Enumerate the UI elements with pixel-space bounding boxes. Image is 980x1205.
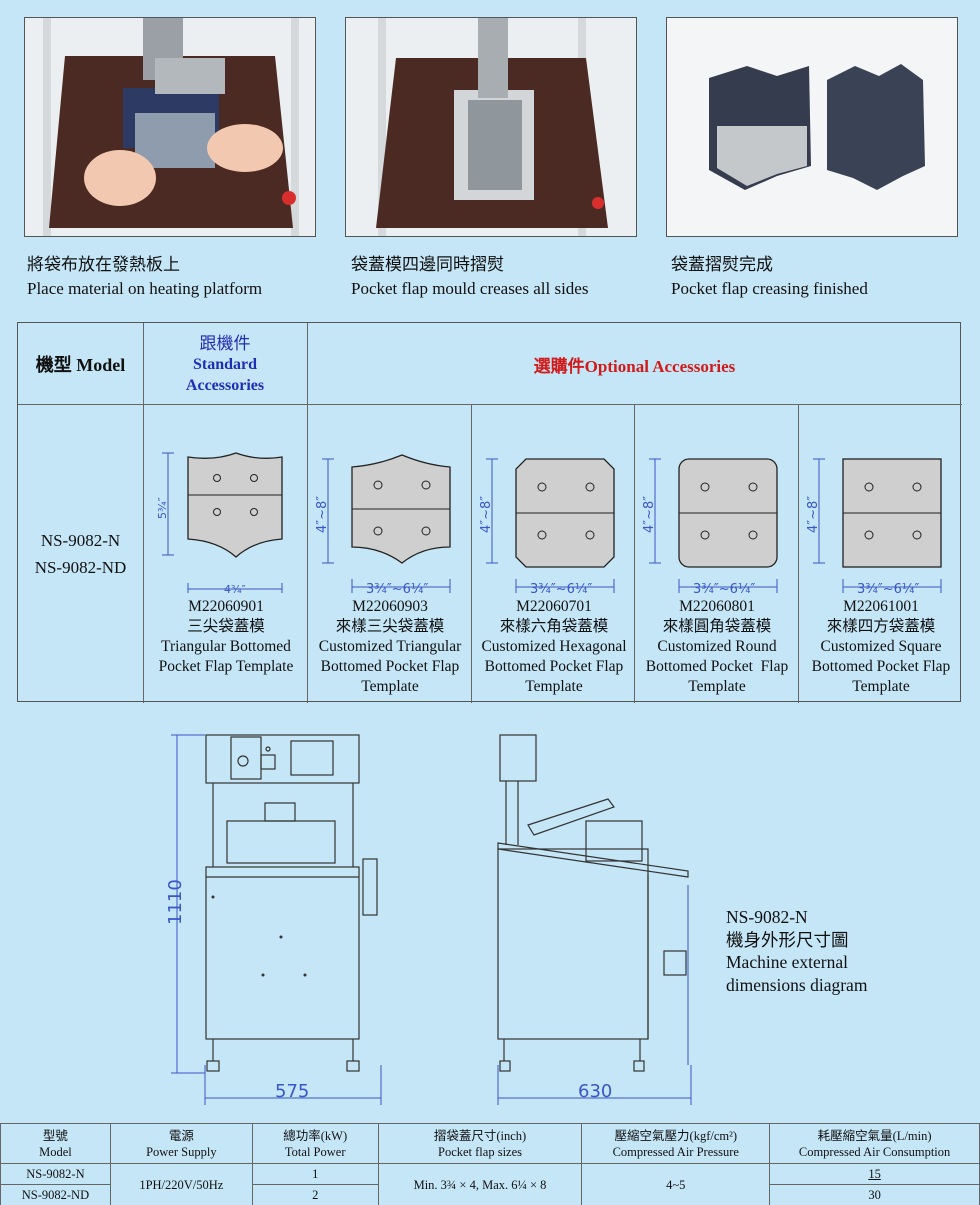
spec-header-air-pressure: 壓縮空氣壓力(kgf/cm²)Compressed Air Pressure [581,1123,771,1164]
template-5-text: M22061001 來樣四方袋蓋模 Customized Square Bott… [799,597,963,697]
template-name-en2: Pocket Flap Template [158,658,294,675]
round-template-drawing: 4″~8″ 3¾″~6¼″ [642,458,778,593]
template-1-text: M22060901 三尖袋蓋模 Triangular Bottomed Pock… [144,597,308,677]
triangular-custom-template-drawing: 4″~8″ 3¾″~6¼″ [315,454,451,593]
caption-3: 袋蓋摺熨完成 Pocket flap creasing finished [671,253,868,301]
caption-3-zh: 袋蓋摺熨完成 [671,255,773,274]
square-template-drawing: 4″~8″ 3¾″~6¼″ [806,458,942,593]
template-name-en1: Customized Triangular [318,638,462,655]
template-name-zh: 來樣六角袋蓋模 [499,618,609,635]
template-code: M22060901 [188,598,264,615]
spec-air-pressure: 4~5 [581,1163,771,1205]
template-name-zh: 來樣圓角袋蓋模 [662,618,772,635]
header-standard-zh: 跟機件 [199,333,251,353]
model-name-2: NS-9082-ND [34,558,127,577]
spec-total-power: 1 [251,1163,379,1185]
template-name-zh: 三尖袋蓋模 [187,618,265,635]
template-name-zh: 來樣三尖袋蓋模 [335,618,445,635]
template-m22060903: 4″~8″ 3¾″~6¼″ M22060903 來樣三尖袋蓋模 Customiz… [308,405,472,703]
spec-model: NS-9082-N [0,1163,111,1185]
template-2-text: M22060903 來樣三尖袋蓋模 Customized Triangular … [308,597,472,697]
spec-flap-sizes: Min. 3¾ × 4, Max. 6¼ × 8 [377,1163,583,1205]
machine-front-view: 1110 575 [165,734,382,1105]
template-code: M22061001 [843,598,919,615]
template-code: M22060701 [516,598,592,615]
template-m22060801: 4″~8″ 3¾″~6¼″ M22060801 來樣圓角袋蓋模 Customiz… [635,405,799,703]
template-name-en2: Bottomed Pocket Flap [645,658,789,675]
caption-3-en: Pocket flap creasing finished [671,279,868,298]
spec-air-consumption: 15 [769,1163,980,1185]
template-m22060901: 5¾″ 4¾″ M22060901 三尖袋蓋模 Triangular Botto… [144,405,308,703]
photo-finished-flap [666,17,958,237]
caption-2: 袋蓋模四邊同時摺熨 Pocket flap mould creases all … [351,253,588,301]
caption-2-zh: 袋蓋模四邊同時摺熨 [351,255,504,274]
height-label-front: 1110 [165,879,186,925]
template-name-en3: Template [852,678,910,695]
photo-flap-mould [345,17,637,237]
svg-text:5¾″: 5¾″ [156,497,169,519]
svg-text:3¾″~6¼″: 3¾″~6¼″ [366,582,428,593]
diagram-caption-model: NS-9082-N [726,907,808,927]
spec-air-consumption: 30 [769,1184,980,1205]
template-name-zh: 來樣四方袋蓋模 [826,618,936,635]
svg-text:3¾″~6¼″: 3¾″~6¼″ [530,582,592,593]
template-3-text: M22060701 來樣六角袋蓋模 Customized Hexagonal B… [472,597,636,697]
template-name-en2: Bottomed Pocket Flap [811,658,951,675]
accessories-table: 機型 Model 跟機件 Standard Accessories 選購件Opt… [17,322,963,703]
header-standard-en2: Accessories [185,376,265,394]
svg-text:4″~8″: 4″~8″ [479,496,494,533]
diagram-caption: NS-9082-N 機身外形尺寸圖 Machine external dimen… [726,906,867,996]
header-optional-accessories: 選購件Optional Accessories [533,356,736,376]
svg-text:4″~8″: 4″~8″ [315,496,330,533]
template-name-en3: Template [525,678,583,695]
width-label-front: 575 [275,1081,309,1102]
header-standard-accessories: 跟機件 Standard Accessories [143,323,307,405]
spec-total-power: 2 [251,1184,379,1205]
template-m22060701: 4″~8″ 3¾″~6¼″ M22060701 來樣六角袋蓋模 Customiz… [472,405,636,703]
template-name-en1: Triangular Bottomed [161,638,291,655]
svg-text:4″~8″: 4″~8″ [806,496,821,533]
svg-text:4″~8″: 4″~8″ [642,496,657,533]
header-model: 機型 Model [35,355,126,375]
width-label-side: 630 [578,1081,612,1102]
spec-header-total-power: 總功率(kW)Total Power [251,1123,379,1164]
caption-1: 將袋布放在發熱板上 Place material on heating plat… [27,253,262,301]
spec-model: NS-9082-ND [0,1184,111,1205]
caption-1-en: Place material on heating platform [27,279,263,298]
model-cell: NS-9082-N NS-9082-ND [18,405,143,703]
header-standard-en1: Standard [192,355,258,373]
diagram-caption-en1: Machine external [726,952,848,972]
template-m22061001: 4″~8″ 3¾″~6¼″ M22061001 來樣四方袋蓋模 Customiz… [799,405,963,703]
template-name-en3: Template [688,678,746,695]
triangular-template-drawing: 5¾″ 4¾″ [156,452,283,593]
template-name-en2: Bottomed Pocket Flap [484,658,624,675]
diagram-caption-en2: dimensions diagram [726,974,868,995]
hexagonal-template-drawing: 4″~8″ 3¾″~6¼″ [479,458,615,593]
template-name-en3: Template [361,678,419,695]
spec-header-flap-sizes: 摺袋蓋尺寸(inch)Pocket flap sizes [377,1123,583,1164]
template-name-en1: Customized Square [820,638,942,655]
model-name-1: NS-9082-N [40,531,121,550]
photo-heating-platform [24,17,316,237]
svg-text:3¾″~6¼″: 3¾″~6¼″ [693,582,755,593]
template-name-en1: Customized Hexagonal [481,638,627,655]
template-name-en1: Customized Round [657,638,777,655]
template-code: M22060903 [352,598,428,615]
caption-1-zh: 將袋布放在發熱板上 [27,255,180,274]
template-4-text: M22060801 來樣圓角袋蓋模 Customized Round Botto… [635,597,799,697]
template-name-en2: Bottomed Pocket Flap [320,658,460,675]
diagram-caption-zh: 機身外形尺寸圖 [726,929,849,950]
table-row: NS-9082-N 1PH/220V/50Hz 1 Min. 3¾ × 4, M… [0,1163,980,1205]
spec-power-supply: 1PH/220V/50Hz [109,1163,253,1205]
spec-header-air-consumption: 耗壓縮空氣量(L/min)Compressed Air Consumption [769,1123,980,1164]
machine-side-view: 630 [497,734,692,1105]
caption-2-en: Pocket flap mould creases all sides [351,279,589,298]
template-code: M22060801 [679,598,755,615]
svg-text:4¾″: 4¾″ [224,583,246,593]
svg-text:3¾″~6¼″: 3¾″~6¼″ [857,582,919,593]
